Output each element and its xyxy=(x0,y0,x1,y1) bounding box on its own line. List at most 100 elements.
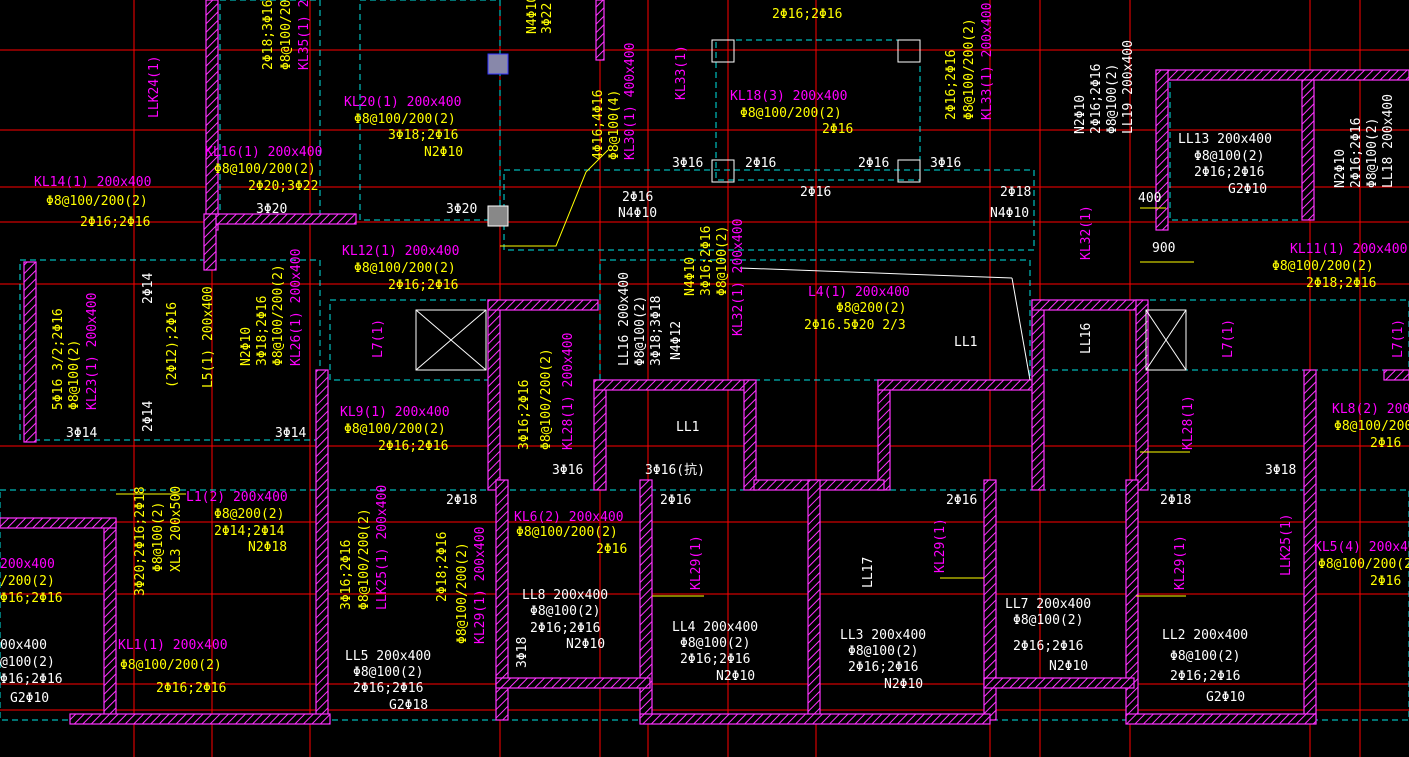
label-ll1-a: LL1 xyxy=(954,335,977,350)
label-left-g: G2Φ10 xyxy=(10,691,49,706)
vlabel-kl23-c: KL23(1) 200x400 xyxy=(85,293,100,410)
vlabel-ll16-b: Φ8@100(2) xyxy=(633,296,648,366)
label-kl5-name: KL5(4) 200x400 xyxy=(1314,540,1409,555)
label-kl9-name: KL9(1) 200x400 xyxy=(340,405,450,420)
vlabel-kl29-c: KL29(1) 200x400 xyxy=(473,527,488,644)
label-kl16-name: KL16(1) 200x400 xyxy=(205,145,322,160)
label-dim-2d16-b: 2Φ16 xyxy=(946,493,977,508)
label-dim-2d16-c: 2Φ16 xyxy=(745,156,776,171)
label-ll5-top: 2Φ16;2Φ16 xyxy=(353,681,423,696)
vlabel-xl3-b: Φ8@100(2) xyxy=(151,502,166,572)
label-kl12-top: 2Φ16;2Φ16 xyxy=(388,278,458,293)
label-dim-3d20-a: 3Φ20 xyxy=(256,202,287,217)
vlabel-kl29-a: 2Φ18;2Φ16 xyxy=(435,532,450,602)
vlabel-kl23-b: Φ8@100(2) xyxy=(67,340,82,410)
label-ll3-name: LL3 200x400 xyxy=(840,628,926,643)
label-kl1-stir: Φ8@100/200(2) xyxy=(120,658,222,673)
label-ll8-n: N2Φ10 xyxy=(566,637,605,652)
label-kl8-top: 2Φ16 xyxy=(1370,436,1401,451)
vlabel-ll16-e: LL16 xyxy=(1079,323,1094,354)
vlabel-kl32-b: N4Φ10 xyxy=(683,257,698,296)
label-kl9-top: 2Φ16;2Φ16 xyxy=(378,439,448,454)
label-kl16-stir: Φ8@100/200(2) xyxy=(214,162,316,177)
vlabel-ll19-c: Φ8@100(2) xyxy=(1105,64,1120,134)
label-ll2-name: LL2 200x400 xyxy=(1162,628,1248,643)
label-kl14-stir: Φ8@100/200(2) xyxy=(46,194,148,209)
label-kl18-stir: Φ8@100/200(2) xyxy=(740,106,842,121)
label-ll2-g: G2Φ10 xyxy=(1206,690,1245,705)
vlabel-kl32-d: Φ8@100(2) xyxy=(715,226,730,296)
label-ll8-name: LL8 200x400 xyxy=(522,588,608,603)
label-kl12-name: KL12(1) 200x400 xyxy=(342,244,459,259)
label-left-d: 00x400 xyxy=(0,638,47,653)
label-ll8-stir: Φ8@100(2) xyxy=(530,604,600,619)
label-kl11-stir: Φ8@100/200(2) xyxy=(1272,259,1374,274)
vlabel-l5-b: L5(1) 200x400 xyxy=(201,286,216,388)
label-left-e: @100(2) xyxy=(0,655,55,670)
vlabel-ll18-b: 2Φ16;2Φ16 xyxy=(1349,118,1364,188)
vlabel-dim-2d14-b: 2Φ14 xyxy=(141,401,156,432)
label-kl20-stir: Φ8@100/200(2) xyxy=(354,112,456,127)
openings xyxy=(415,39,1187,381)
label-left-b: /200(2) xyxy=(0,574,55,589)
label-ll7-n: N2Φ10 xyxy=(1049,659,1088,674)
vlabel-llk25-c: LLK25(1) 200x400 xyxy=(375,485,390,610)
vlabel-kl28-b: Φ8@100/200(2) xyxy=(539,348,554,450)
label-l4-top: 2Φ16.5Φ20 2/3 xyxy=(804,318,906,333)
vlabel-ll17: LL17 xyxy=(861,557,876,588)
label-ll3-n: N2Φ10 xyxy=(884,677,923,692)
label-ll13-g: G2Φ10 xyxy=(1228,182,1267,197)
vlabel-kl28-a: 3Φ16;2Φ16 xyxy=(517,380,532,450)
label-ll4-stir: Φ8@100(2) xyxy=(680,636,750,651)
vlabel-ll18-c: Φ8@100(2) xyxy=(1365,118,1380,188)
label-ll13-name: LL13 200x400 xyxy=(1178,132,1272,147)
label-kl8-name: KL8(2) 200x400 xyxy=(1332,402,1409,417)
label-dim-3d16-c: 3Φ16 xyxy=(672,156,703,171)
label-kl14-top: 2Φ16;2Φ16 xyxy=(80,215,150,230)
label-kl6-top: 2Φ16 xyxy=(596,542,627,557)
label-l1-stir: Φ8@200(2) xyxy=(214,507,284,522)
vlabel-kl32-c: 3Φ16;2Φ16 xyxy=(699,226,714,296)
label-kl5-stir: Φ8@100/200(2) xyxy=(1318,557,1409,572)
vlabel-n4-top2: 3Φ22 xyxy=(540,3,555,34)
vlabel-xl3-a: 3Φ20;2Φ16;2Φ18 xyxy=(133,486,148,596)
label-left-a: 200x400 xyxy=(0,557,55,572)
label-dim-3d16-a: 3Φ16 xyxy=(552,463,583,478)
vlabel-ll16-c: 3Φ18;3Φ18 xyxy=(649,296,664,366)
vlabel-kl30-a: 4Φ16;4Φ16 xyxy=(591,90,606,160)
vlabel-kl35-b: Φ8@100/200 xyxy=(279,0,294,70)
label-dim-900: 900 xyxy=(1152,241,1175,256)
label-kl16-top: 2Φ20;3Φ22 xyxy=(248,179,318,194)
label-kl1-name: KL1(1) 200x400 xyxy=(118,638,228,653)
vlabel-ll19-d: LL19 200x400 xyxy=(1121,40,1136,134)
vlabel-l7-b: L7(1) xyxy=(1221,319,1236,358)
label-dim-2d18-b: 2Φ18 xyxy=(1160,493,1191,508)
label-dim-3d16-d: 3Φ16 xyxy=(930,156,961,171)
label-l4-stir: Φ8@200(2) xyxy=(836,301,906,316)
label-dim-2d16-a: 2Φ16 xyxy=(660,493,691,508)
vlabel-kl30-c: KL30(1) 400x400 xyxy=(623,43,638,160)
vlabel-ll19-b: 2Φ16;2Φ16 xyxy=(1089,64,1104,134)
label-left-c: Φ16;2Φ16 xyxy=(0,591,63,606)
shear-walls xyxy=(0,0,1409,725)
vlabel-llk25-b: Φ8@100/200(2) xyxy=(357,508,372,610)
label-ll2-top: 2Φ16;2Φ16 xyxy=(1170,669,1240,684)
vlabel-kl33-b: 2Φ16;2Φ16 xyxy=(944,50,959,120)
vlabel-kl26-a: N2Φ10 xyxy=(239,327,254,366)
label-ll5-g: G2Φ18 xyxy=(389,698,428,713)
label-ll5-name: LL5 200x400 xyxy=(345,649,431,664)
label-ll5-stir: Φ8@100(2) xyxy=(353,665,423,680)
label-kl11-top: 2Φ18;2Φ16 xyxy=(1306,276,1376,291)
label-dim-n4-b: N4Φ10 xyxy=(990,206,1029,221)
leaders xyxy=(116,149,1194,597)
label-ll2-stir: Φ8@100(2) xyxy=(1170,649,1240,664)
label-dim-2d16-f: 2Φ16 xyxy=(800,185,831,200)
vlabel-l7-a: L7(1) xyxy=(371,319,386,358)
vlabel-kl28-c: KL28(1) 200x400 xyxy=(561,333,576,450)
vlabel-ll16-a: LL16 200x400 xyxy=(617,272,632,366)
label-ll13-stir: Φ8@100(2) xyxy=(1194,149,1264,164)
label-l1-name: L1(2) 200x400 xyxy=(186,490,288,505)
vlabel-ll18-a: N2Φ10 xyxy=(1333,149,1348,188)
vlabel-kl29-b: Φ8@100/200(2) xyxy=(455,542,470,644)
